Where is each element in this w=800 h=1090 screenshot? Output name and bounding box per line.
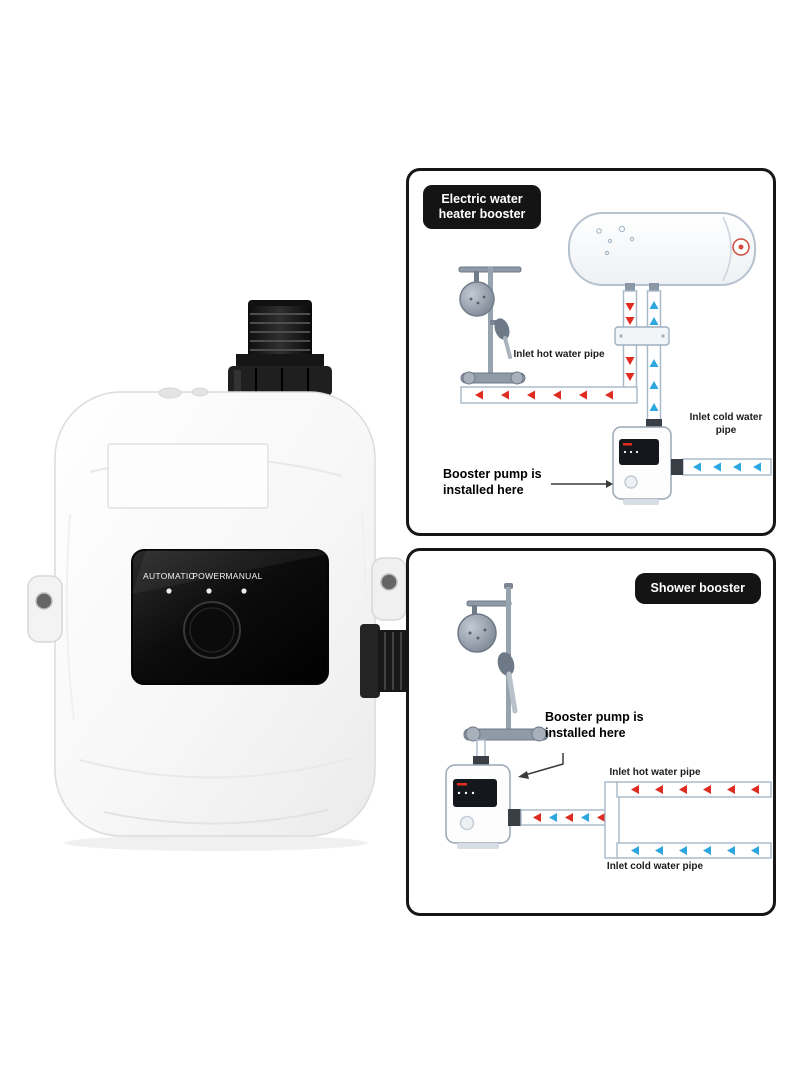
cold-pipe-label: Inlet cold water pipe: [689, 412, 763, 436]
hot-pipe-label: Inlet hot water pipe: [513, 349, 605, 360]
pipe-junction: [604, 781, 620, 859]
heater-diagram-illustration: [458, 212, 772, 505]
pump-display-panel: AUTOMATIC POWER MANUAL: [131, 549, 329, 685]
booster-pump-callout: Booster pump is installed here: [443, 467, 542, 498]
pipe-junction-valve: [614, 326, 670, 346]
hot-water-pipe: [460, 290, 638, 404]
power-button-ring: [189, 607, 235, 653]
product-photo: AUTOMATIC POWER MANUAL: [20, 292, 420, 858]
booster-pump-illustration: AUTOMATIC POWER MANUAL: [27, 300, 420, 851]
panel-label-manual: MANUAL: [225, 571, 262, 581]
cold-water-pipe: [616, 842, 772, 859]
diagram-title-badge: Shower booster: [634, 573, 761, 604]
pump-mounting-ear-left: [27, 575, 63, 643]
indicator-dot-automatic: [166, 588, 172, 594]
hot-water-pipe: [616, 781, 772, 798]
power-button: [183, 601, 241, 659]
booster-callout-connector: [518, 753, 564, 779]
hot-pipe-label: Inlet hot water pipe: [609, 767, 701, 778]
booster-callout-connector: [551, 480, 613, 488]
diagram-title-badge: Electric water heater booster: [423, 185, 541, 229]
product-shadow: [64, 835, 368, 851]
pump-label-recess: [107, 443, 269, 509]
booster-pump-icon: [445, 756, 521, 849]
water-heater-icon: [568, 212, 756, 292]
panel-label-power: POWER: [192, 571, 226, 581]
pump-outlet-pipe: [520, 809, 608, 826]
booster-pump-callout: Booster pump is installed here: [545, 710, 644, 741]
panel-label-automatic: AUTOMATIC: [143, 571, 195, 581]
pump-mounting-ear-right: [371, 557, 407, 621]
shower-diagram-illustration: [445, 583, 772, 859]
booster-pump-icon: [612, 419, 683, 505]
diagram-shower-booster: Shower booster Booster pump is installed…: [406, 548, 776, 916]
shower-fixture-icon: [457, 583, 549, 767]
indicator-dot-power: [206, 588, 212, 594]
indicator-dot-manual: [241, 588, 247, 594]
pump-top-inlet-fitting-icon: [228, 300, 332, 396]
cold-pipe-label: Inlet cold water pipe: [606, 861, 704, 872]
diagram-electric-water-heater-booster: Electric water heater booster Inlet hot …: [406, 168, 776, 536]
shower-fixture-icon: [458, 266, 526, 385]
